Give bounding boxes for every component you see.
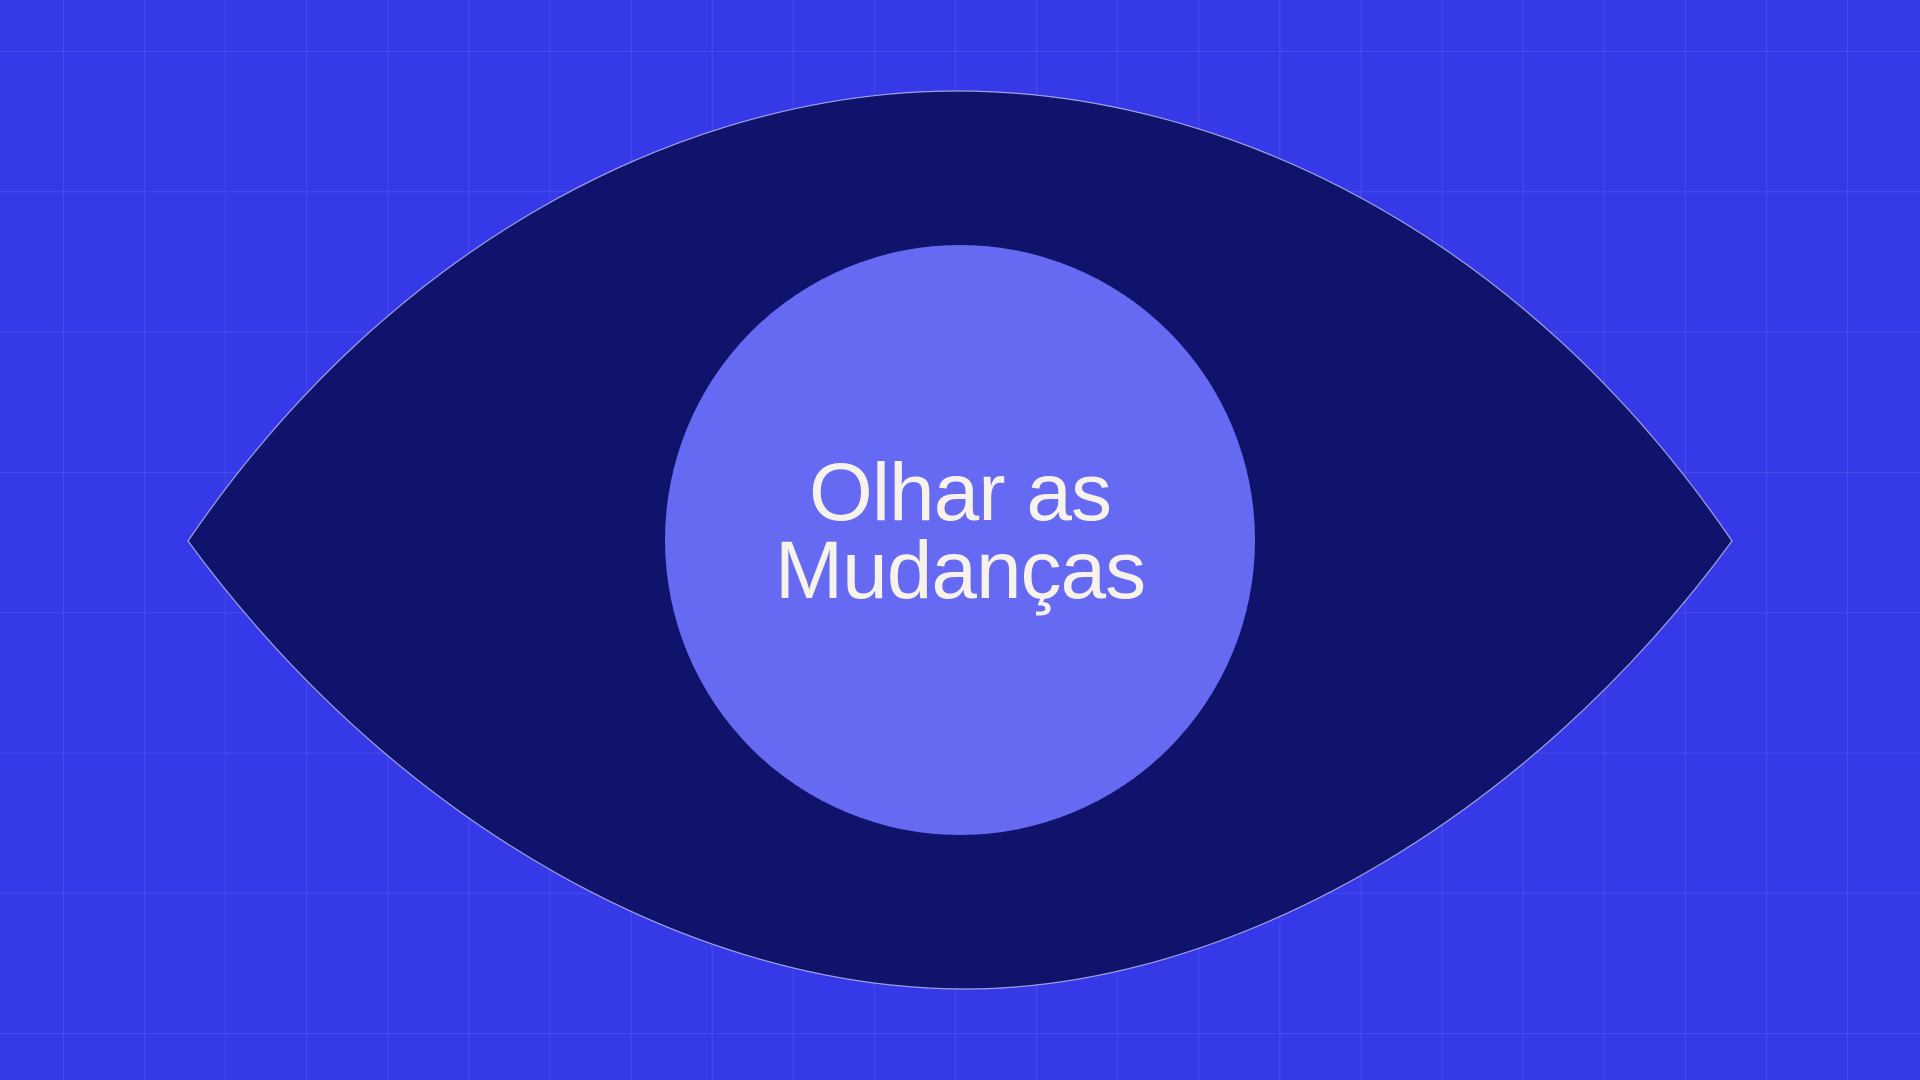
- title-line-2: Mudanças: [774, 525, 1146, 616]
- iris-circle: [665, 245, 1255, 835]
- title-line-1: Olhar as: [809, 447, 1112, 538]
- slide-title: Olhar as Mudanças: [0, 447, 1920, 616]
